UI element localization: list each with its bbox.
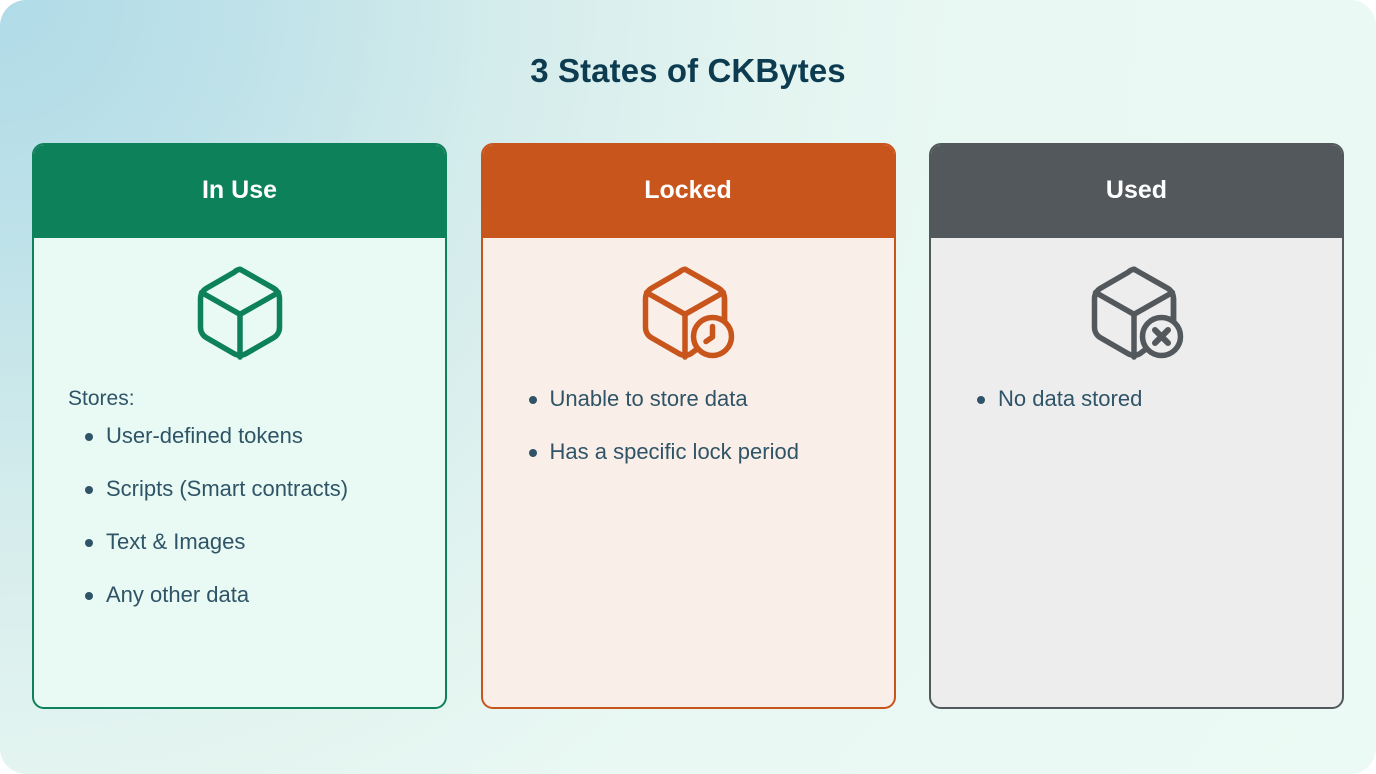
- card-body-used: No data stored: [931, 238, 1342, 707]
- cube-x-icon: [931, 238, 1342, 388]
- state-card-used: Used No data stored: [929, 143, 1344, 709]
- bullet-list-locked: Unable to store data Has a specific lock…: [505, 388, 864, 463]
- card-content-locked: Unable to store data Has a specific lock…: [483, 388, 894, 463]
- card-header-locked: Locked: [482, 145, 894, 238]
- list-item: Text & Images: [66, 531, 415, 553]
- card-body-in-use: Stores: User-defined tokens Scripts (Sma…: [34, 238, 445, 707]
- list-item: No data stored: [953, 388, 1312, 410]
- page-title: 3 States of CKBytes: [530, 52, 846, 89]
- list-item: User-defined tokens: [66, 425, 415, 447]
- stores-label: Stores:: [68, 387, 135, 410]
- card-title-used: Used: [1105, 176, 1168, 204]
- bullet-list-used: No data stored: [953, 388, 1312, 410]
- card-title-in-use: In Use: [201, 176, 278, 204]
- state-card-locked: Locked Unable to store: [480, 143, 896, 709]
- card-content-used: No data stored: [931, 388, 1342, 410]
- card-header-used: Used: [931, 145, 1342, 238]
- list-item: Any other data: [66, 584, 415, 606]
- list-item: Unable to store data: [505, 388, 864, 410]
- card-body-locked: Unable to store data Has a specific lock…: [483, 238, 894, 707]
- list-item: Scripts (Smart contracts): [66, 478, 415, 500]
- card-title-locked: Locked: [644, 176, 732, 204]
- list-item: Has a specific lock period: [505, 441, 864, 463]
- cube-icon: [34, 238, 445, 388]
- state-cards-row: In Use Stores: User-defined tokens Scrip…: [32, 143, 1344, 709]
- cube-clock-icon: [483, 238, 894, 388]
- state-card-in-use: In Use Stores: User-defined tokens Scrip…: [32, 143, 447, 709]
- card-header-in-use: In Use: [34, 145, 445, 238]
- bullet-list-in-use: User-defined tokens Scripts (Smart contr…: [66, 425, 415, 606]
- card-content-in-use: Stores: User-defined tokens Scripts (Sma…: [34, 388, 445, 606]
